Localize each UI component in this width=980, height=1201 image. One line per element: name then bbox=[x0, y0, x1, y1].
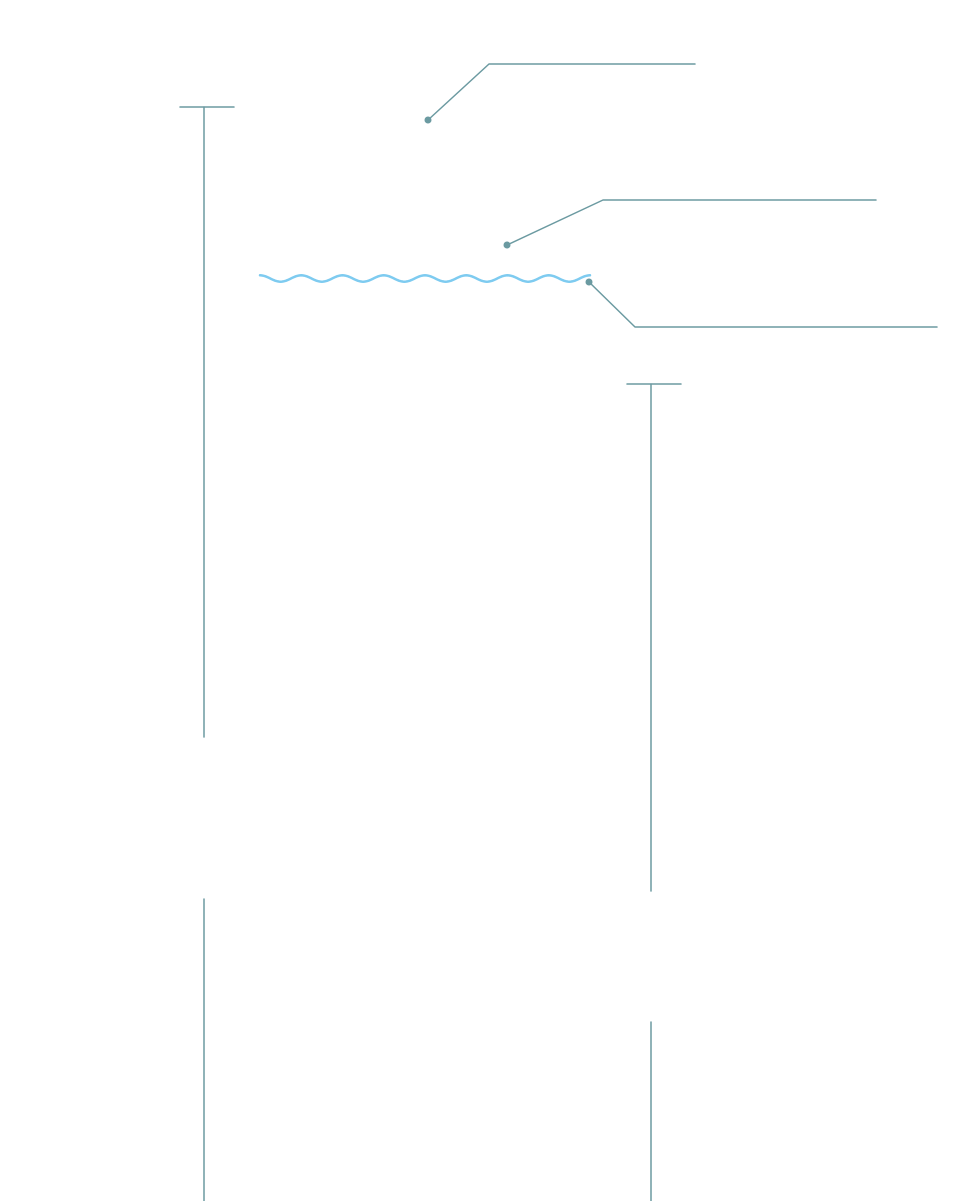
callout-1-leader bbox=[427, 63, 696, 121]
callout-2 bbox=[503, 199, 877, 249]
callout-3-anchor-dot bbox=[585, 278, 593, 286]
callout-1 bbox=[424, 63, 696, 124]
callout-2-leader bbox=[506, 199, 877, 246]
callout-2-anchor-dot bbox=[503, 241, 511, 249]
callout-1-anchor-dot bbox=[424, 116, 432, 124]
callout-3-leader bbox=[588, 281, 938, 328]
callout-3 bbox=[585, 278, 938, 328]
left-scale-bar bbox=[179, 106, 235, 1201]
wavy-line bbox=[258, 274, 592, 283]
right-scale-bar bbox=[626, 383, 682, 1201]
